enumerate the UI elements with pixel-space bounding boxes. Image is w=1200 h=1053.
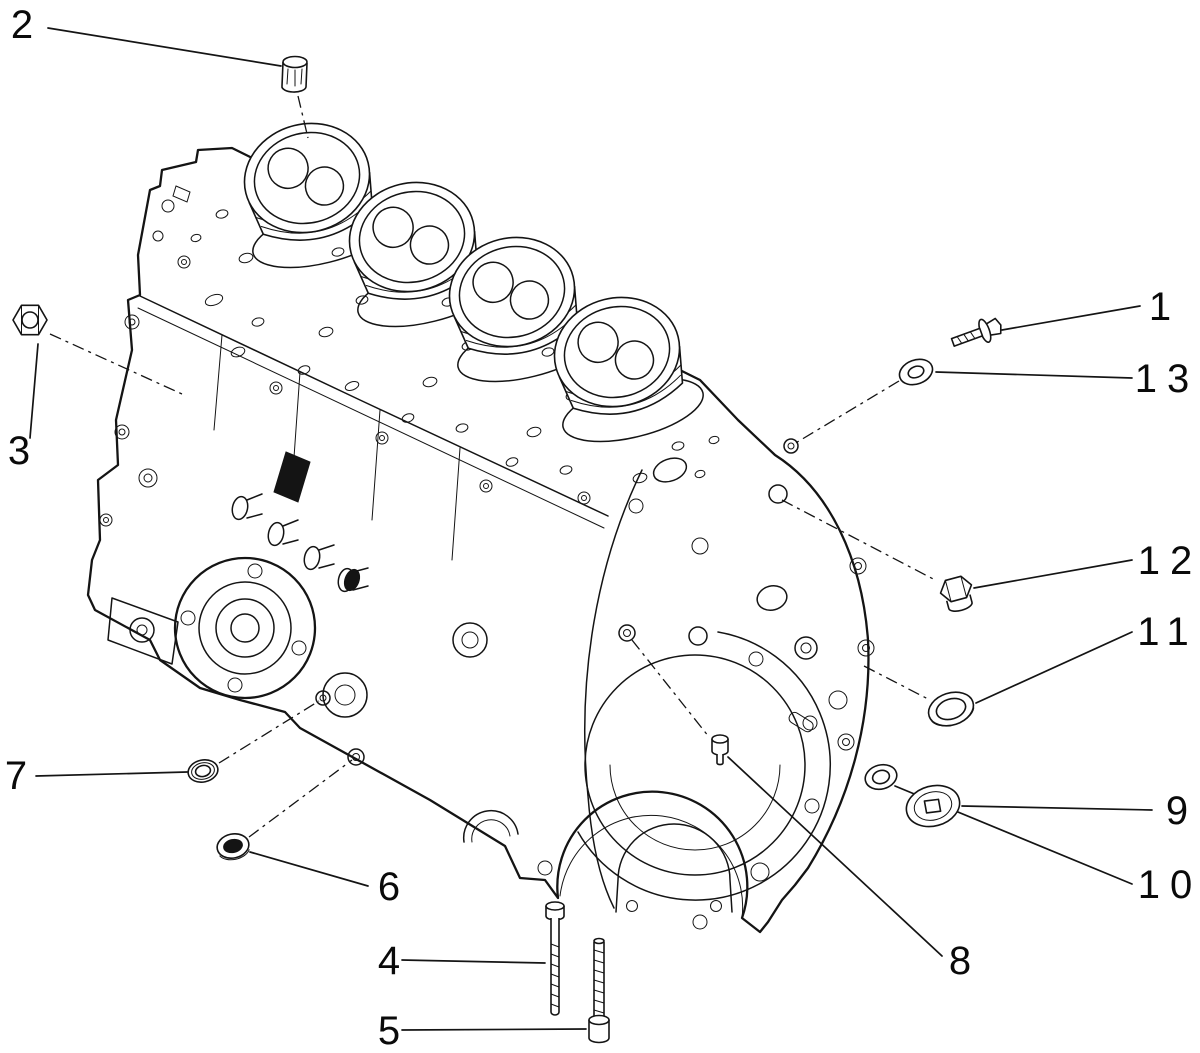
align-line-part-2 bbox=[297, 95, 309, 139]
part-stud-bolt-5 bbox=[588, 937, 610, 1044]
part-nut-3 bbox=[12, 304, 48, 336]
pistons bbox=[232, 109, 694, 428]
part-seal-11 bbox=[927, 691, 975, 727]
leader-line-3 bbox=[29, 343, 39, 439]
part-washer-13 bbox=[898, 358, 934, 386]
leader-lines bbox=[29, 27, 1153, 1031]
callout-label-13[interactable]: 13 bbox=[1134, 357, 1200, 401]
align-line-part-13 bbox=[793, 380, 900, 445]
leader-line-9 bbox=[961, 805, 1153, 811]
part-plug-9 bbox=[905, 784, 961, 828]
leader-line-4 bbox=[401, 959, 546, 964]
leader-line-8 bbox=[727, 756, 943, 957]
leader-line-6 bbox=[249, 851, 369, 887]
part-plug-6 bbox=[216, 832, 250, 861]
engine-block-drawing bbox=[86, 109, 875, 934]
part-stud-8 bbox=[711, 734, 729, 766]
callout-label-1[interactable]: 1 bbox=[1148, 285, 1172, 329]
alignment-lines bbox=[49, 95, 938, 838]
callout-label-7[interactable]: 7 bbox=[4, 754, 28, 798]
align-line-part-12 bbox=[781, 499, 938, 582]
callout-label-12[interactable]: 12 bbox=[1137, 539, 1200, 583]
callout-label-9[interactable]: 9 bbox=[1165, 789, 1189, 833]
leader-line-12 bbox=[973, 559, 1133, 589]
hardware-parts bbox=[12, 55, 1002, 1044]
callout-label-8[interactable]: 8 bbox=[948, 939, 972, 983]
align-line-part-11 bbox=[863, 665, 931, 701]
part-washer-7 bbox=[187, 758, 219, 784]
leader-line-5 bbox=[401, 1028, 587, 1031]
callout-label-5[interactable]: 5 bbox=[377, 1009, 401, 1053]
leader-line-7 bbox=[35, 771, 188, 777]
leader-line-13 bbox=[935, 371, 1133, 379]
align-line-part-3 bbox=[49, 333, 183, 395]
callout-label-3[interactable]: 3 bbox=[7, 429, 31, 473]
leader-line-2 bbox=[47, 27, 282, 67]
callout-label-11[interactable]: 11 bbox=[1137, 610, 1199, 654]
align-line-part-7 bbox=[218, 700, 320, 764]
align-line-part-6 bbox=[248, 759, 353, 838]
callout-label-2[interactable]: 2 bbox=[10, 3, 34, 47]
part-bolt-4 bbox=[545, 901, 565, 1016]
callout-label-4[interactable]: 4 bbox=[377, 939, 401, 983]
leader-line-11 bbox=[975, 631, 1133, 704]
align-line-part-8 bbox=[631, 639, 710, 738]
leader-line-1 bbox=[1001, 305, 1141, 331]
callout-label-6[interactable]: 6 bbox=[377, 865, 401, 909]
part-washer-10 bbox=[864, 763, 898, 791]
part-plug-12 bbox=[939, 575, 973, 612]
part-bushing-2 bbox=[281, 55, 308, 93]
callout-label-10[interactable]: 10 bbox=[1137, 863, 1200, 907]
part-bolt-1 bbox=[950, 317, 1002, 347]
